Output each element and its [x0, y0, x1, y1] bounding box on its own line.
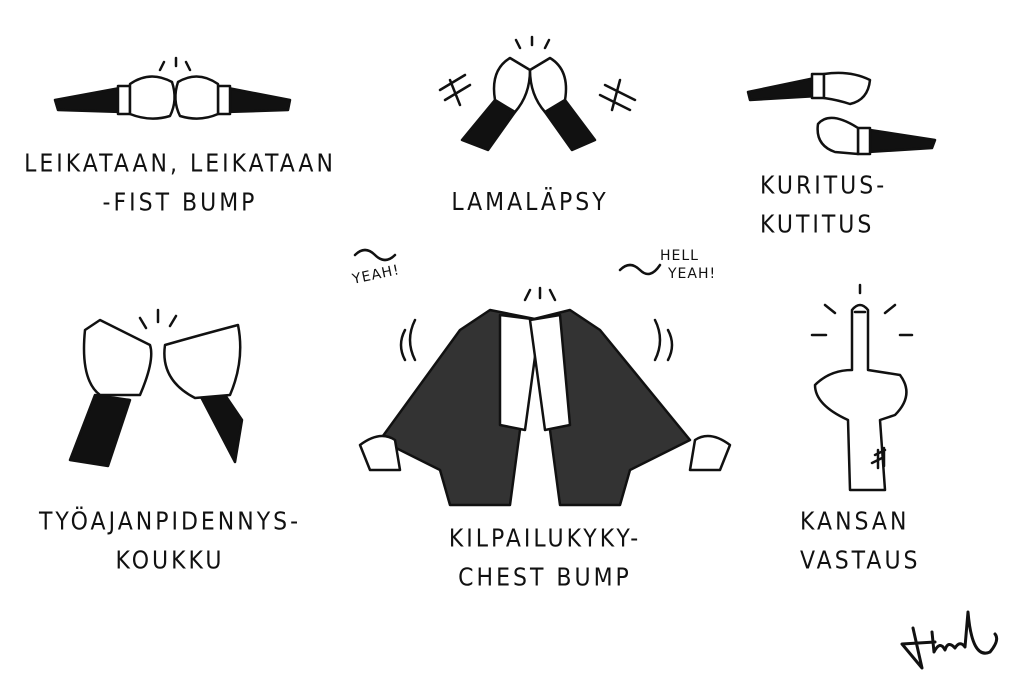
- caption-line: KANSAN: [800, 507, 910, 537]
- middle-finger-illustration: [810, 283, 914, 492]
- caption-line: CHEST BUMP: [458, 563, 632, 593]
- caption-line: KURITUS-: [760, 171, 888, 201]
- chest-bump-illustration: [353, 248, 732, 507]
- caption-line: KOUKKU: [115, 546, 225, 576]
- tickle-illustration: [746, 71, 937, 156]
- exclamation-hell-yeah: HELL YEAH!: [660, 247, 716, 283]
- pinky-hook-illustration: [68, 308, 244, 468]
- caption-high-five: LAMALÄPSY: [420, 183, 640, 222]
- caption-pinky-hook: TYÖAJANPIDENNYS- KOUKKU: [20, 503, 320, 581]
- exclamation-line: HELL: [660, 248, 699, 264]
- high-five-illustration: [438, 35, 637, 152]
- caption-fist-bump: LEIKATAAN, LEIKATAAN -FIST BUMP: [20, 145, 340, 223]
- fist-bump-illustration: [53, 56, 292, 120]
- caption-line: KILPAILUKYKY-: [448, 524, 642, 554]
- caption-line: KUTITUS: [760, 210, 875, 240]
- caption-chest-bump: KILPAILUKYKY- CHEST BUMP: [420, 520, 670, 598]
- caption-line: LEIKATAAN, LEIKATAAN: [24, 149, 336, 179]
- caption-line: LAMALÄPSY: [451, 188, 609, 217]
- exclamation-line: YEAH!: [668, 266, 717, 282]
- caption-tickle: KURITUS- KUTITUS: [760, 167, 900, 245]
- caption-line: -FIST BUMP: [102, 188, 258, 218]
- signature: [900, 610, 999, 670]
- caption-line: TYÖAJANPIDENNYS-: [38, 507, 302, 537]
- caption-line: VASTAUS: [800, 546, 921, 576]
- caption-middle-finger: KANSAN VASTAUS: [800, 503, 950, 581]
